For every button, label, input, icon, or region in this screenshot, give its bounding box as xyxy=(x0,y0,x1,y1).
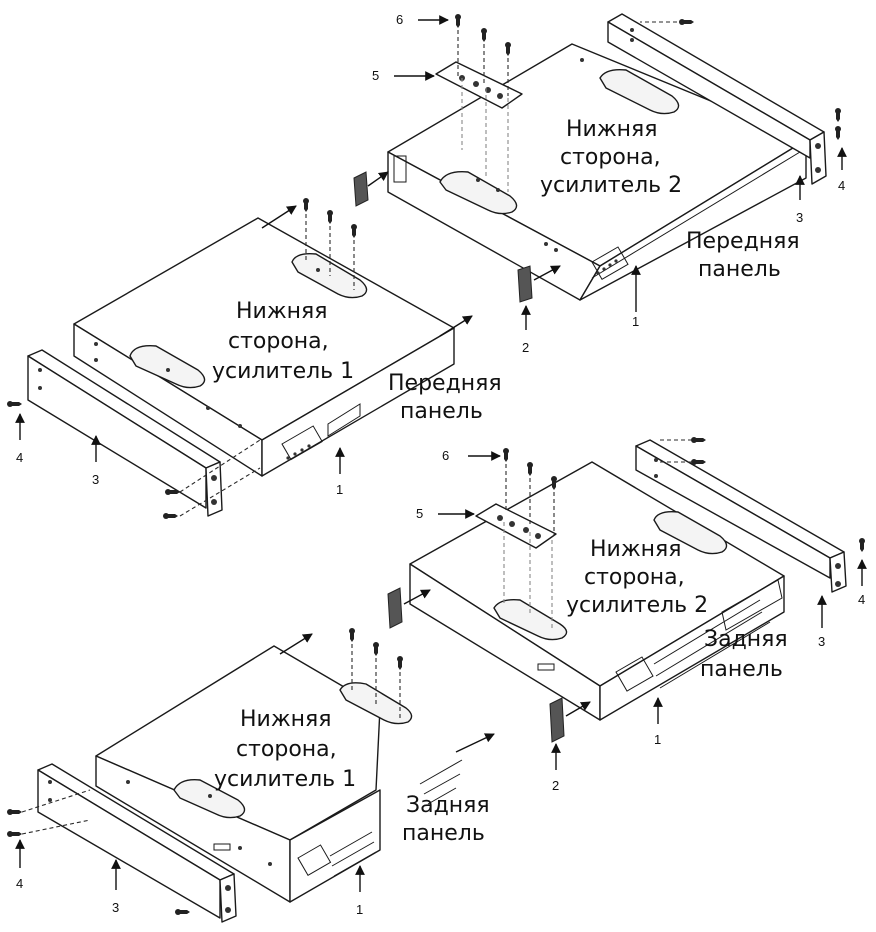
screw-icon xyxy=(7,809,22,815)
screw-icon xyxy=(351,224,357,238)
label-bottom-side: Нижняя xyxy=(566,117,658,142)
rubber-foot-icon xyxy=(517,265,533,303)
rubber-foot-icon xyxy=(353,171,369,207)
screw-icon xyxy=(505,42,511,56)
screw-icon xyxy=(455,14,461,28)
label-rear: Задняя xyxy=(704,627,788,652)
screw-icon xyxy=(327,210,333,224)
screw-icon xyxy=(835,126,841,140)
screw-icon xyxy=(349,628,355,642)
rubber-foot-icon xyxy=(387,587,403,629)
screw-icon xyxy=(481,28,487,42)
screw-icon xyxy=(7,831,22,837)
label-amp2: усилитель 2 xyxy=(540,173,682,198)
label-amp1: усилитель 1 xyxy=(214,767,356,792)
callout-3: 3 xyxy=(818,634,825,649)
screw-icon xyxy=(835,108,841,122)
screw-icon xyxy=(163,513,178,519)
text-labels: Нижняя сторона, усилитель 2 Передняя пан… xyxy=(212,117,800,846)
label-bottom-side: Нижняя xyxy=(236,299,328,324)
label-panel: панель xyxy=(400,399,483,424)
callout-4: 4 xyxy=(838,178,845,193)
screw-icon xyxy=(691,437,706,443)
label-front: Передняя xyxy=(686,229,800,254)
screw-icon xyxy=(503,448,509,462)
callout-3: 3 xyxy=(796,210,803,225)
label-side-word: сторона, xyxy=(560,145,661,170)
callout-1: 1 xyxy=(632,314,639,329)
screw-icon xyxy=(397,656,403,670)
rear-amp2-rear-face xyxy=(599,575,785,721)
callout-numbers: 6 5 2 1 3 4 4 3 1 6 5 2 1 3 4 4 3 1 xyxy=(16,12,865,917)
screw-icon xyxy=(373,642,379,656)
rear-amp2-handle xyxy=(493,598,568,641)
callout-4: 4 xyxy=(858,592,865,607)
callout-2: 2 xyxy=(522,340,529,355)
callout-4: 4 xyxy=(16,450,23,465)
label-bottom-side: Нижняя xyxy=(240,707,332,732)
label-side-word: сторона, xyxy=(584,565,685,590)
callout-5: 5 xyxy=(372,68,379,83)
front-amp1-assembly xyxy=(7,198,473,519)
callout-1: 1 xyxy=(336,482,343,497)
callout-2: 2 xyxy=(552,778,559,793)
label-side-word: сторона, xyxy=(236,737,337,762)
label-panel: панель xyxy=(698,257,781,282)
rear-amp1-assembly xyxy=(7,628,495,923)
screw-icon xyxy=(679,19,694,25)
callout-5: 5 xyxy=(416,506,423,521)
callout-4: 4 xyxy=(16,876,23,891)
callout-leaders xyxy=(15,15,867,892)
label-panel: панель xyxy=(402,821,485,846)
label-amp2: усилитель 2 xyxy=(566,593,708,618)
callout-3: 3 xyxy=(92,472,99,487)
screw-icon xyxy=(7,401,22,407)
rear-amp1-rear-face xyxy=(289,789,381,903)
amp2-handle-front xyxy=(439,171,518,215)
label-panel: панель xyxy=(700,657,783,682)
screw-icon xyxy=(175,909,190,915)
label-front: Передняя xyxy=(388,371,502,396)
callout-3: 3 xyxy=(112,900,119,915)
screw-icon xyxy=(859,538,865,552)
callout-6: 6 xyxy=(442,448,449,463)
amp1-front-face xyxy=(261,327,455,477)
amp1-handle-front xyxy=(129,345,206,389)
callout-1: 1 xyxy=(356,902,363,917)
rubber-foot-icon xyxy=(549,697,565,743)
amp2-handle-rear xyxy=(599,68,680,115)
amp1-handle-rear xyxy=(291,252,368,299)
front-amp2-assembly xyxy=(353,13,841,303)
screw-icon xyxy=(691,459,706,465)
callout-6: 6 xyxy=(396,12,403,27)
label-bottom-side: Нижняя xyxy=(590,537,682,562)
label-side-word: сторона, xyxy=(228,329,329,354)
label-amp1: усилитель 1 xyxy=(212,359,354,384)
label-rear: Задняя xyxy=(406,793,490,818)
callout-1: 1 xyxy=(654,732,661,747)
screw-icon xyxy=(303,198,309,212)
screw-icon xyxy=(527,462,533,476)
rear-amp1-handle xyxy=(173,779,246,819)
rear-amp2-assembly xyxy=(387,437,865,743)
amp2-front-face xyxy=(579,139,807,301)
